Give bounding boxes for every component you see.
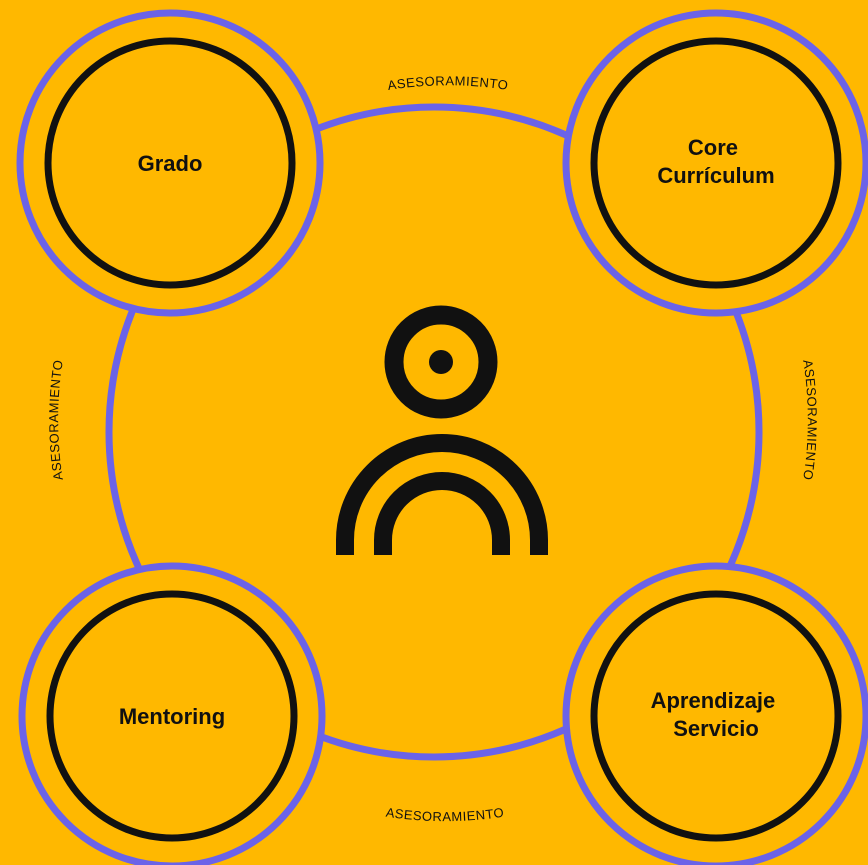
node-core-curriculum: Core Currículum [562, 9, 868, 317]
node-mentoring: Mentoring [18, 562, 326, 865]
node-label: Mentoring [119, 704, 225, 729]
node-label: Grado [138, 151, 203, 176]
connector-label-left: ASESORAMIENTO [46, 359, 66, 482]
connector-label-top: ASESORAMIENTO [387, 73, 510, 93]
node-aprendizaje-servicio: Aprendizaje Servicio [562, 562, 868, 865]
node-label: Core Currículum [657, 135, 774, 188]
connector-label-bottom: ASESORAMIENTO [385, 805, 505, 825]
node-grado: Grado [16, 9, 324, 317]
connector-label-right: ASESORAMIENTO [800, 359, 820, 482]
connection-ring [105, 103, 763, 761]
person-icon [336, 305, 548, 555]
node-label: Aprendizaje Servicio [651, 688, 782, 741]
